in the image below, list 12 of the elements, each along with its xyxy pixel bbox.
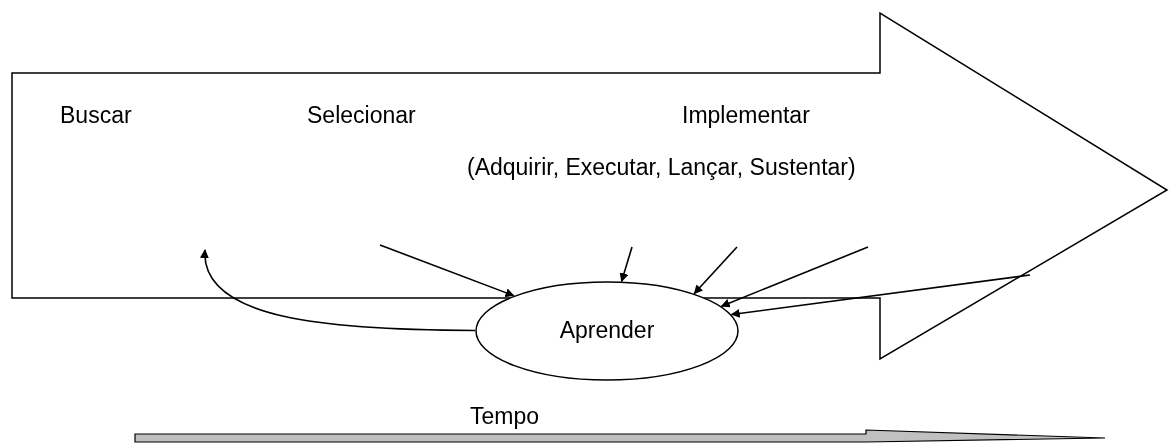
arrow — [379, 244, 515, 297]
arrow — [693, 246, 738, 295]
step-label: Implementar — [682, 104, 810, 127]
arrow — [619, 246, 633, 283]
arrow — [720, 246, 869, 308]
axis-label: Tempo — [470, 405, 540, 428]
arrow — [730, 274, 1031, 318]
step-label: Selecionar — [307, 104, 416, 127]
step-details: (Adquirir, Executar, Lançar, Sustentar) — [467, 156, 856, 179]
arrow — [201, 249, 476, 332]
step-label: Buscar — [60, 104, 132, 127]
node-label: Aprender — [559, 319, 655, 342]
